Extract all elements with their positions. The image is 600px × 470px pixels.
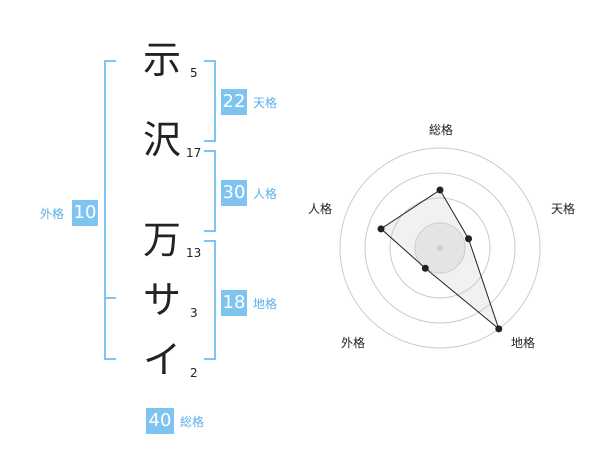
name-char-4: サ (142, 278, 181, 322)
name-char-5: イ (142, 338, 181, 382)
chikaku-label: 地格 (253, 297, 278, 311)
jinkaku-value: 30 (221, 180, 247, 206)
stroke-count-4: 3 (190, 306, 198, 320)
radar-axis-label-4: 外格 (341, 336, 366, 350)
radar-center-dot (437, 245, 443, 251)
soukaku-value: 40 (146, 408, 174, 434)
radar-ring-3 (364, 172, 516, 324)
radar-axis-label-3: 地格 (511, 336, 536, 350)
radar-point-1 (436, 186, 444, 194)
jinkaku-bracket (204, 150, 216, 232)
stroke-count-3: 13 (186, 246, 202, 260)
stroke-count-1: 5 (190, 66, 198, 80)
gaikaku-value: 10 (72, 200, 98, 226)
chikaku-bracket (204, 240, 216, 360)
radar-axis-label-5: 人格 (308, 202, 333, 216)
soukaku-label: 総格 (180, 415, 205, 429)
gaikaku-bracket (104, 60, 116, 360)
gaikaku-label: 外格 (40, 207, 65, 221)
stroke-count-2: 17 (186, 146, 202, 160)
chikaku-value: 18 (221, 290, 247, 316)
radar-rings (339, 147, 541, 349)
radar-point-5 (377, 225, 385, 233)
radar-point-4 (421, 264, 429, 272)
radar-axis-label-1: 総格 (429, 123, 454, 137)
jinkaku-label: 人格 (253, 187, 278, 201)
stroke-count-5: 2 (190, 366, 198, 380)
name-char-3: 万 (142, 218, 181, 262)
radar-ring-4 (339, 147, 541, 349)
gaikaku-bracket-divider (104, 297, 116, 299)
name-char-1: 示 (142, 38, 181, 82)
radar-point-3 (495, 325, 503, 333)
radar-polygon (380, 189, 500, 331)
tenkaku-value: 22 (221, 89, 247, 115)
radar-ring-2 (389, 197, 491, 299)
radar-point-2 (465, 235, 473, 243)
radar-axis-label-2: 天格 (551, 202, 576, 216)
radar-points (377, 186, 503, 333)
tenkaku-bracket (204, 60, 216, 142)
name-char-2: 沢 (142, 118, 181, 162)
tenkaku-label: 天格 (253, 96, 278, 110)
